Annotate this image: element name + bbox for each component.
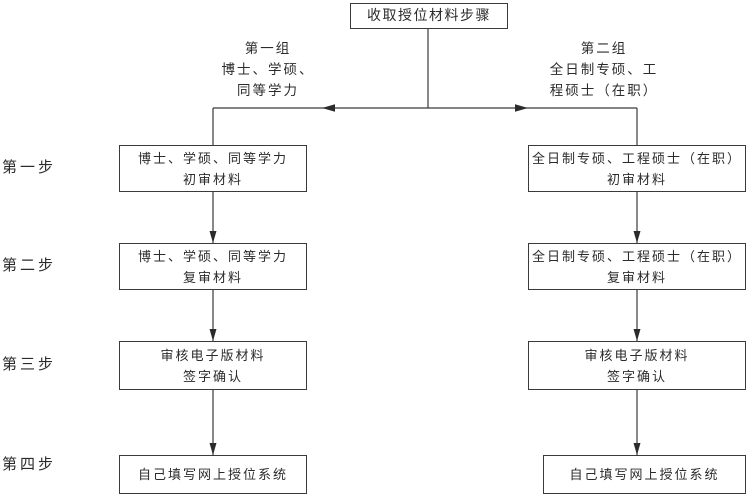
step-label-1: 第一步 [2, 160, 57, 176]
node-right-step2-line1: 全日制专硕、工程硕士（在职） [531, 248, 742, 264]
node-left-step1-line1: 博士、学硕、同等学力 [137, 150, 288, 166]
group-1-desc-line2: 同等学力 [237, 83, 299, 98]
arrow-down-icon [633, 231, 641, 243]
group-1-desc-line1: 博士、学硕、 [221, 62, 315, 77]
group-2-title: 第二组 [580, 41, 628, 56]
node-left-step2: 博士、学硕、同等学力 复审材料 [119, 243, 307, 290]
step-label-2: 第二步 [2, 258, 57, 274]
node-right-step2-line2: 复审材料 [606, 269, 667, 285]
node-left-step1-line2: 初审材料 [182, 171, 243, 187]
node-root: 收取授位材料步骤 [350, 3, 508, 29]
group-2-desc-line1: 全日制专硕、工 [549, 62, 659, 77]
node-right-step3: 审核电子版材料 签字确认 [528, 341, 746, 390]
node-right-step3-line2: 签字确认 [606, 368, 667, 384]
arrow-down-icon [209, 231, 217, 243]
node-right-step4: 自己填写网上授位系统 [543, 455, 746, 494]
node-left-step3-line1: 审核电子版材料 [160, 347, 266, 363]
node-left-step4: 自己填写网上授位系统 [119, 455, 307, 494]
step-label-4: 第四步 [2, 457, 57, 473]
arrow-left-icon [322, 104, 335, 112]
group-2-desc-line2: 程硕士（在职） [549, 83, 659, 98]
arrow-right-icon [515, 104, 528, 112]
group-1-title: 第一组 [244, 41, 292, 56]
node-left-step2-line1: 博士、学硕、同等学力 [137, 248, 288, 264]
node-right-step3-line1: 审核电子版材料 [584, 347, 690, 363]
node-left-step1: 博士、学硕、同等学力 初审材料 [119, 145, 307, 192]
step-label-3: 第三步 [2, 357, 57, 373]
node-left-step4-line1: 自己填写网上授位系统 [137, 467, 288, 482]
node-left-step2-line2: 复审材料 [182, 269, 243, 285]
group-header-2: 第二组 全日制专硕、工 程硕士（在职） [514, 38, 694, 101]
node-root-label: 收取授位材料步骤 [367, 8, 491, 24]
node-right-step4-line1: 自己填写网上授位系统 [569, 467, 720, 482]
node-left-step3-line2: 签字确认 [182, 368, 243, 384]
arrow-down-icon [209, 329, 217, 341]
group-header-1: 第一组 博士、学硕、 同等学力 [188, 38, 348, 101]
arrow-down-icon [633, 443, 641, 455]
node-right-step1-line1: 全日制专硕、工程硕士（在职） [531, 150, 742, 166]
arrow-down-icon [209, 443, 217, 455]
node-right-step2: 全日制专硕、工程硕士（在职） 复审材料 [528, 243, 746, 290]
node-left-step3: 审核电子版材料 签字确认 [119, 341, 307, 390]
arrow-down-icon [633, 329, 641, 341]
node-right-step1-line2: 初审材料 [606, 171, 667, 187]
node-right-step1: 全日制专硕、工程硕士（在职） 初审材料 [528, 145, 746, 192]
